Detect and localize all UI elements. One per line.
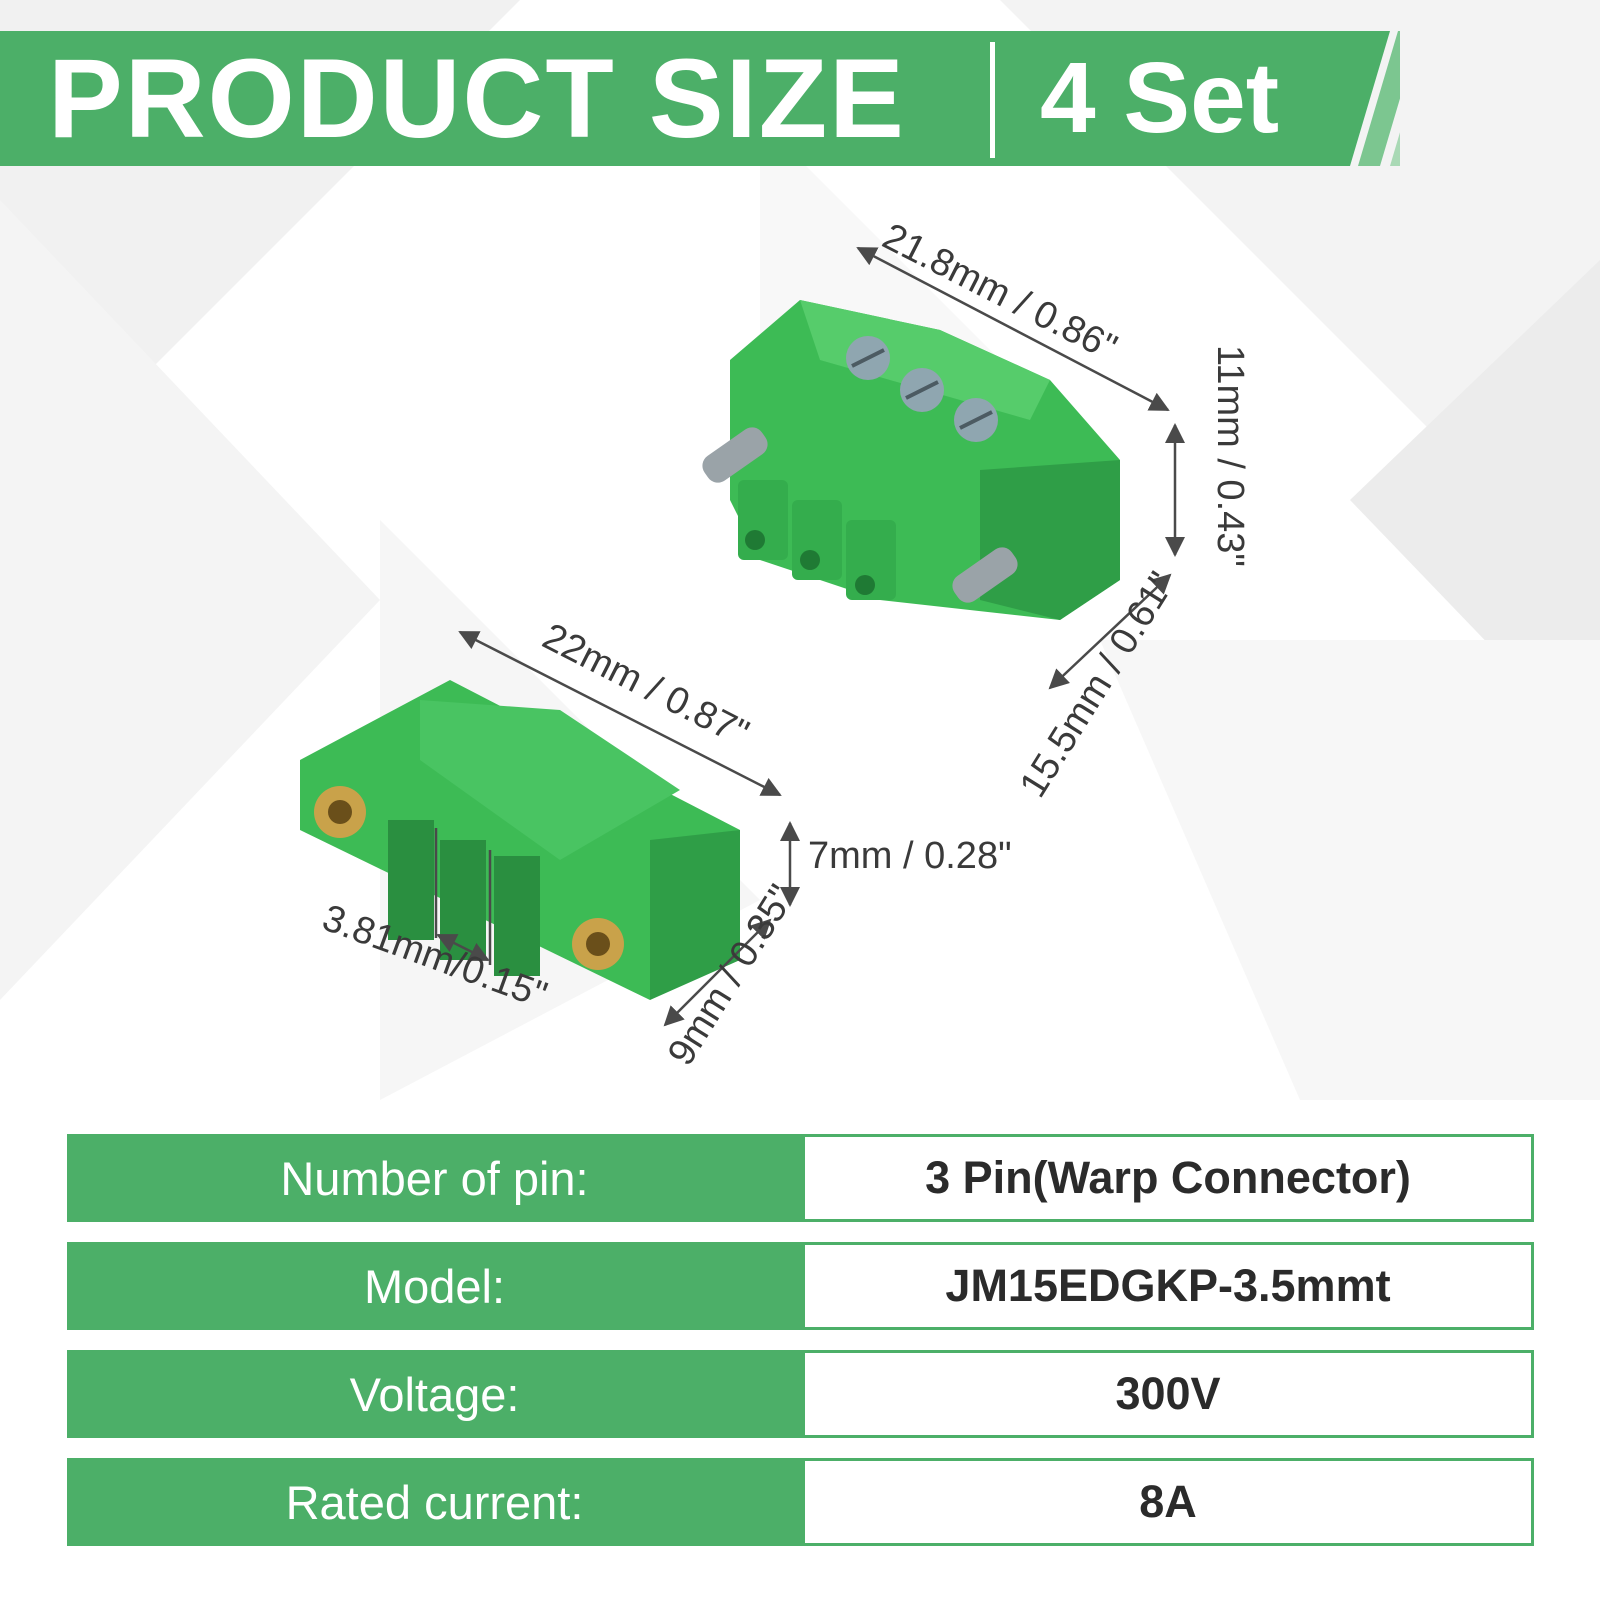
- spec-row-voltage: Voltage: 300V: [67, 1350, 1534, 1438]
- page-title: PRODUCT SIZE: [48, 36, 906, 161]
- set-count: 4 Set: [1040, 42, 1280, 154]
- plug-height-label: 11mm / 0.43": [1209, 345, 1251, 567]
- product-dimension-drawing: 21.8mm / 0.86" 11mm / 0.43" 15.5mm / 0.6…: [300, 216, 1251, 1073]
- spec-value: JM15EDGKP-3.5mmt: [802, 1242, 1534, 1330]
- header-banner: [0, 31, 1400, 166]
- spec-key: Rated current:: [67, 1458, 802, 1546]
- spec-key: Number of pin:: [67, 1134, 802, 1222]
- title-divider: [990, 42, 995, 158]
- spec-row-pins: Number of pin: 3 Pin(Warp Connector): [67, 1134, 1534, 1222]
- spec-value: 8A: [802, 1458, 1534, 1546]
- spec-key: Voltage:: [67, 1350, 802, 1438]
- spec-value: 3 Pin(Warp Connector): [802, 1134, 1534, 1222]
- spec-value: 300V: [802, 1350, 1534, 1438]
- spec-row-model: Model: JM15EDGKP-3.5mmt: [67, 1242, 1534, 1330]
- socket-height-label: 7mm / 0.28": [808, 835, 1012, 877]
- spec-key: Model:: [67, 1242, 802, 1330]
- plug-connector-image: [702, 300, 1120, 620]
- spec-row-current: Rated current: 8A: [67, 1458, 1534, 1546]
